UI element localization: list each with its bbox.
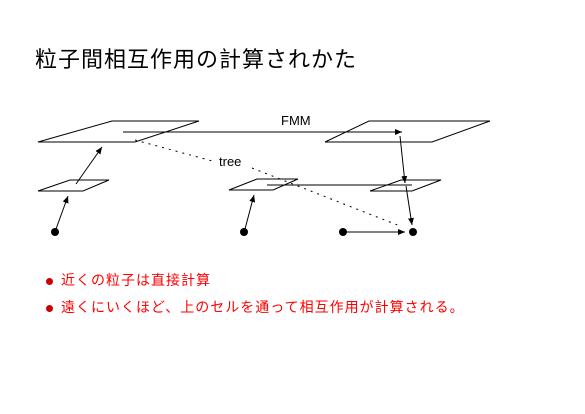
arrow-right-top-to-mid	[399, 135, 408, 184]
particle-right-source	[339, 228, 347, 236]
tree-label: tree	[219, 154, 241, 169]
bullet-text: 近くの粒子は直接計算	[61, 273, 211, 289]
bullet-dot	[46, 278, 53, 285]
particle-center	[240, 228, 248, 236]
arrow-center-particle-to-mid	[244, 194, 256, 230]
tree-dotted-path	[134, 139, 401, 227]
slide-title: 粒子間相互作用の計算されかた	[35, 48, 358, 73]
arrow-right-mid-to-particle	[405, 185, 414, 226]
cell-top-right	[324, 120, 491, 143]
cell-mid-left	[37, 179, 110, 192]
arrow-left-particle-to-mid	[55, 195, 69, 230]
particle-target	[409, 228, 417, 236]
arrow-left-mid-to-top	[75, 146, 103, 185]
particle-left	[51, 228, 59, 236]
cell-mid-center	[228, 178, 299, 191]
fmm-label: FMM	[281, 113, 311, 128]
cell-mid-right	[369, 179, 442, 192]
bullet-text: 遠くにいくほど、上のセルを通って相互作用が計算される。	[61, 300, 465, 316]
cell-top-left	[37, 120, 200, 143]
bullet-dot	[46, 305, 53, 312]
